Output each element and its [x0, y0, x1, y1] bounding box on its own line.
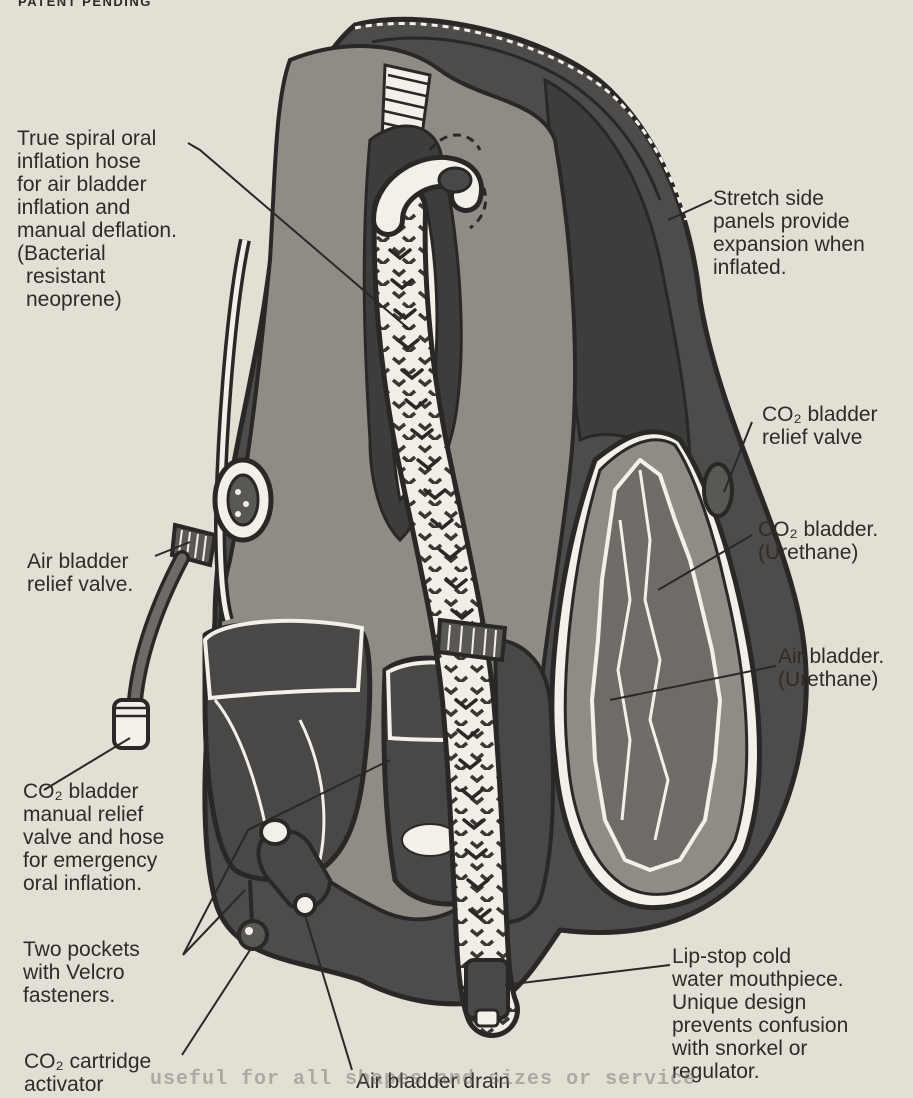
- label-co2-manual-relief: CO₂ bladder manual relief valve and hose…: [23, 780, 164, 895]
- label-co2-bladder: CO₂ bladder. (Urethane): [758, 518, 878, 564]
- label-spiral-hose: True spiral oral inflation hose for air …: [17, 127, 177, 311]
- label-mouthpiece: Lip-stop cold water mouthpiece. Unique d…: [672, 945, 848, 1083]
- lip-stop-mouthpiece: [466, 960, 508, 1026]
- air-bladder-relief-valve: [215, 460, 271, 540]
- label-pockets: Two pockets with Velcro fasteners.: [23, 938, 140, 1007]
- co2-bladder-relief-valve: [704, 464, 732, 516]
- label-co2-cartridge: CO₂ cartridge activator: [24, 1050, 151, 1096]
- label-stretch-panels: Stretch side panels provide expansion wh…: [713, 187, 865, 279]
- bleed-through-footer: useful for all shapes and sizes or servi…: [150, 1068, 696, 1091]
- label-air-relief-valve: Air bladder relief valve.: [27, 550, 133, 596]
- leader-cartridge: [182, 950, 250, 1055]
- label-air-bladder: Air bladder. (Urethane): [778, 645, 884, 691]
- co2-cartridge-activator: [239, 921, 267, 949]
- label-co2-relief-valve: CO₂ bladder relief valve: [762, 403, 878, 449]
